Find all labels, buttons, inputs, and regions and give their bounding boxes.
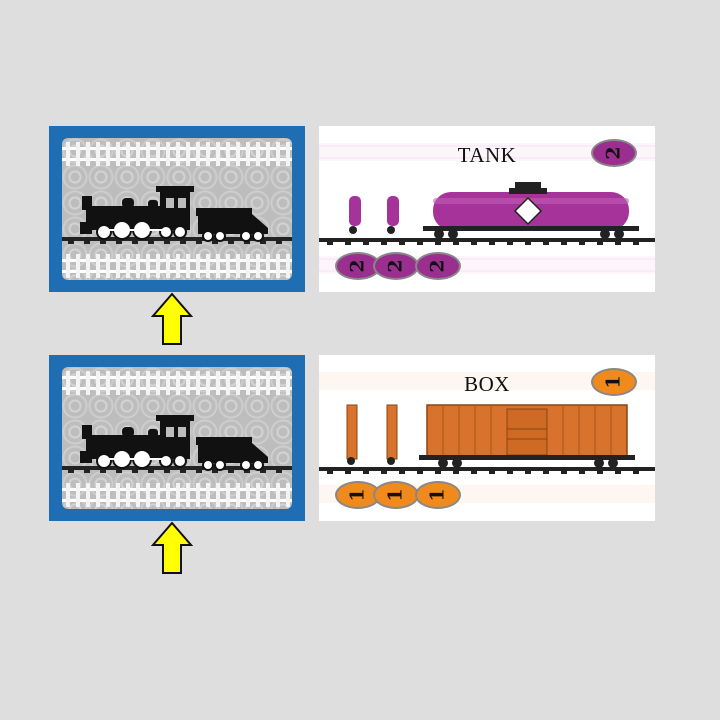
cost-badge-bottom: 2 <box>415 252 461 280</box>
car-type-label: BOX <box>464 372 510 396</box>
cost-value-stacked: 2 <box>346 259 369 273</box>
car-card-tank[interactable]: TANK 2 2 2 2 <box>319 126 655 292</box>
up-arrow-icon[interactable] <box>151 292 193 346</box>
cost-badge-stacked: 2 <box>373 252 419 280</box>
car-card-box[interactable]: BOX 1 1 1 1 <box>319 355 655 521</box>
cost-badge: 1 <box>591 368 637 396</box>
locomotive-card-face <box>62 138 292 280</box>
car-type-label: TANK <box>457 143 517 167</box>
locomotive-card-1[interactable] <box>49 126 305 292</box>
locomotive-card-2[interactable] <box>49 355 305 521</box>
locomotive-card-face <box>62 367 292 509</box>
steam-locomotive-icon <box>62 142 292 278</box>
tank-car-icon <box>319 143 655 274</box>
cost-badge-stacked: 2 <box>335 252 381 280</box>
cost-value-bottom: 1 <box>426 488 449 502</box>
cost-badge: 2 <box>591 139 637 167</box>
cost-value: 2 <box>602 146 625 160</box>
up-arrow-icon[interactable] <box>151 521 193 575</box>
steam-locomotive-icon <box>62 371 292 507</box>
cost-value-bottom: 2 <box>426 259 449 273</box>
cost-value-stacked: 1 <box>346 488 369 502</box>
cost-badge-stacked: 1 <box>373 481 419 509</box>
cost-value-stacked: 2 <box>384 259 407 273</box>
cost-badge-bottom: 1 <box>415 481 461 509</box>
cost-value: 1 <box>602 375 625 389</box>
cost-value-stacked: 1 <box>384 488 407 502</box>
